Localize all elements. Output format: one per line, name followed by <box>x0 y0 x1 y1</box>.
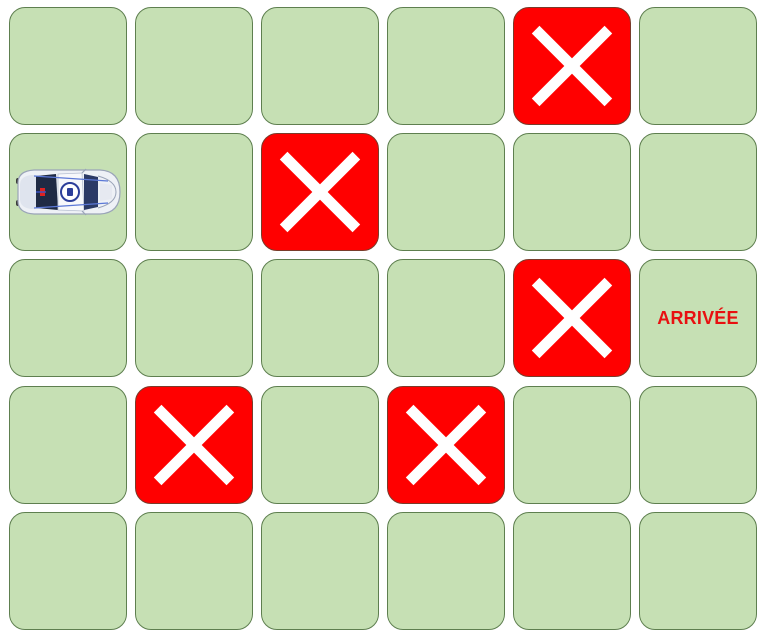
grid-cell[interactable] <box>261 259 379 377</box>
obstacle-cell[interactable] <box>387 386 505 504</box>
obstacle-cell[interactable] <box>261 133 379 251</box>
police-car-icon <box>12 163 124 221</box>
cross-icon <box>514 260 630 376</box>
car-cell[interactable] <box>9 133 127 251</box>
grid-cell[interactable] <box>135 259 253 377</box>
grid-cell[interactable] <box>387 7 505 125</box>
grid-cell[interactable] <box>261 386 379 504</box>
grid-cell[interactable] <box>639 7 757 125</box>
goal-cell[interactable]: ARRIVÉE <box>639 259 757 377</box>
grid-cell[interactable] <box>9 7 127 125</box>
cross-icon <box>262 134 378 250</box>
grid-cell[interactable] <box>135 512 253 630</box>
cross-icon <box>388 387 504 503</box>
obstacle-cell[interactable] <box>513 7 631 125</box>
grid-cell[interactable] <box>513 386 631 504</box>
grid-cell[interactable] <box>387 259 505 377</box>
grid-cell[interactable] <box>513 512 631 630</box>
goal-label: ARRIVÉE <box>657 308 738 329</box>
obstacle-cell[interactable] <box>135 386 253 504</box>
grid-cell[interactable] <box>261 7 379 125</box>
grid-cell[interactable] <box>639 512 757 630</box>
grid-cell[interactable] <box>9 512 127 630</box>
grid-cell[interactable] <box>135 133 253 251</box>
grid-cell[interactable] <box>9 386 127 504</box>
grid-cell[interactable] <box>387 512 505 630</box>
grid-cell[interactable] <box>513 133 631 251</box>
grid-cell[interactable] <box>135 7 253 125</box>
grid-cell[interactable] <box>387 133 505 251</box>
cross-icon <box>514 8 630 124</box>
grid-cell[interactable] <box>639 386 757 504</box>
grid-cell[interactable] <box>639 133 757 251</box>
cross-icon <box>136 387 252 503</box>
grid-cell[interactable] <box>261 512 379 630</box>
grid-cell[interactable] <box>9 259 127 377</box>
obstacle-cell[interactable] <box>513 259 631 377</box>
